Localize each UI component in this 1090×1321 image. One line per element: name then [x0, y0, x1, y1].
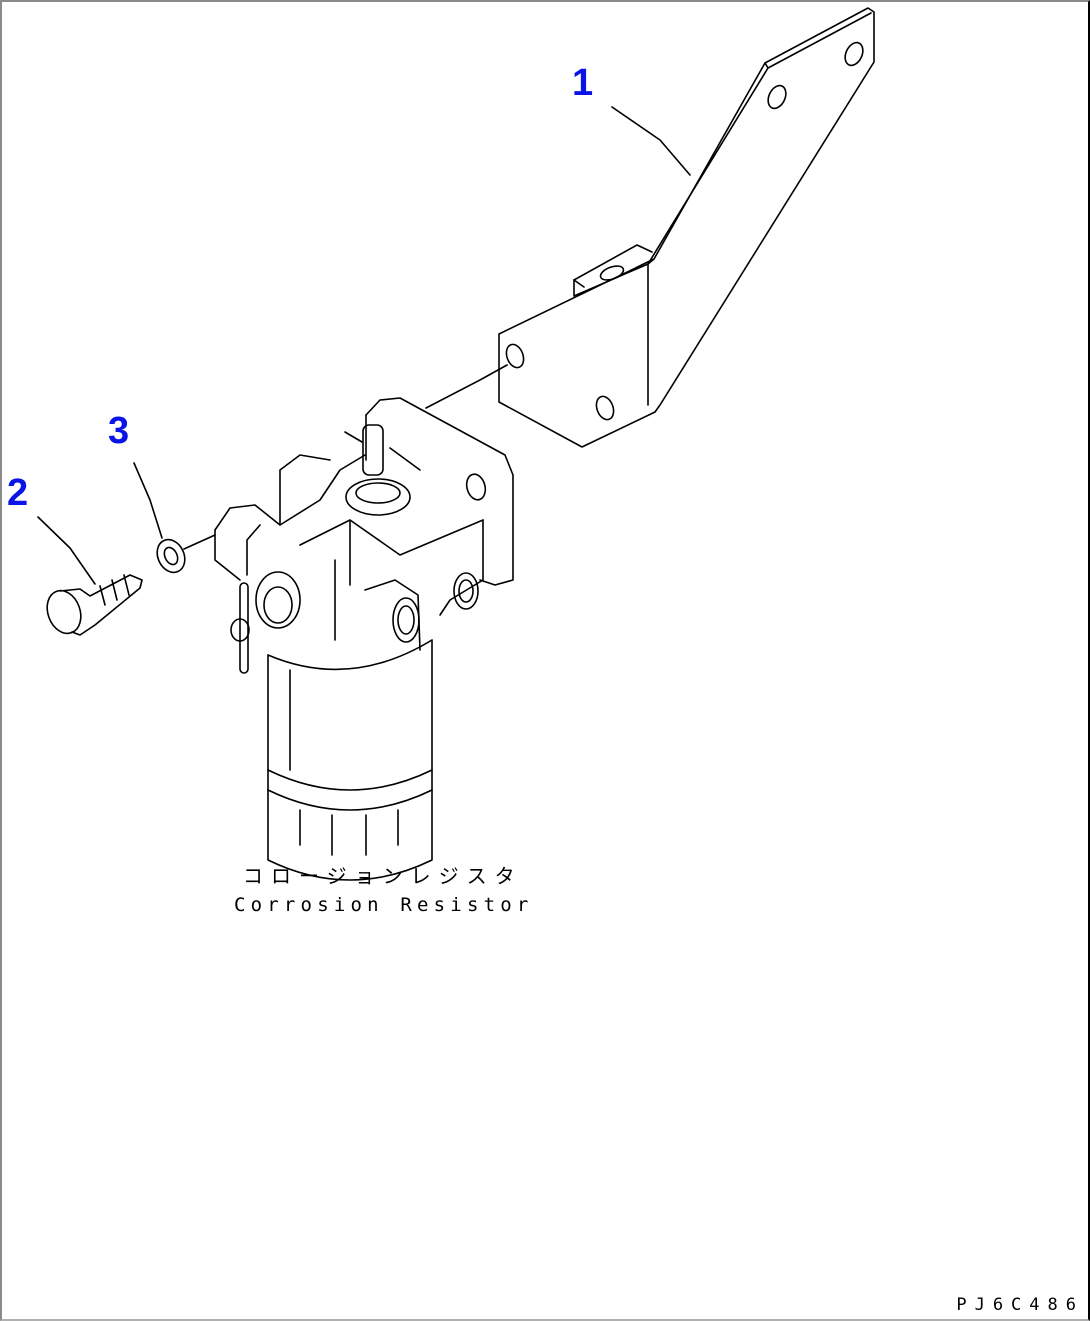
corrosion-resistor-assembly	[214, 397, 514, 881]
callout-3[interactable]: 3	[108, 410, 130, 452]
callout-2[interactable]: 2	[7, 472, 29, 514]
leader-line-2	[37, 516, 96, 585]
drawing-id: PJ6C486	[956, 1295, 1084, 1315]
assembly-label-english: Corrosion Resistor	[234, 894, 534, 916]
bolt-part-2	[46, 574, 143, 636]
bracket-part-1	[498, 7, 875, 448]
washer-part-3	[156, 534, 216, 574]
leader-line-1	[611, 106, 691, 176]
assembly-leader-line	[425, 364, 508, 409]
leader-line-3	[133, 462, 163, 539]
callout-1[interactable]: 1	[572, 62, 594, 104]
assembly-label-japanese: コロージョンレジスタ	[243, 864, 523, 888]
